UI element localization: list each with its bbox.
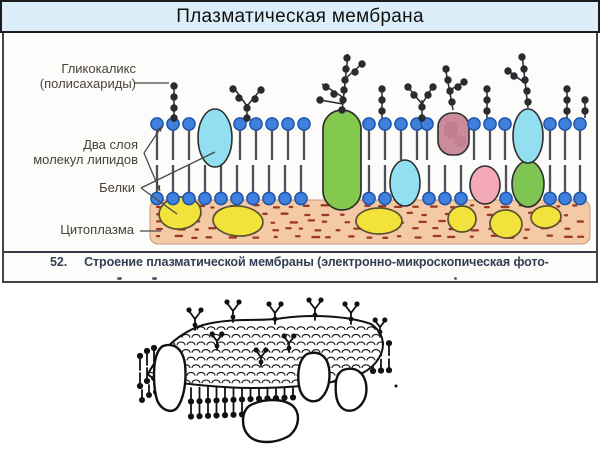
label-lipid-bilayer: Два слоя молекул липидов: [33, 137, 138, 167]
label-glycocalyx: Гликокаликс (полисахариды): [40, 61, 136, 91]
figure-number: 52.: [50, 255, 68, 269]
membrane-proteins: [197, 108, 545, 211]
textbook-scan: Гликокаликс (полисахариды) Два слоя моле…: [2, 33, 598, 283]
title-bar: Плазматическая мембрана: [0, 0, 600, 33]
label-lipid-line2: молекул липидов: [33, 152, 138, 167]
yellow-proteins: [158, 196, 562, 239]
figure-caption: 52. Строение плазматической мембраны (эл…: [50, 255, 590, 269]
label-cytoplasm-text: Цитоплазма: [60, 222, 134, 237]
bw-glycoprotein-antennae: [186, 297, 388, 367]
membrane-diagram: [149, 53, 591, 245]
caption-cutoff-mark: [454, 277, 457, 280]
glycocalyx-chains: [170, 53, 589, 122]
label-lipid-line1: Два слоя: [83, 137, 138, 152]
em-membrane-illustration: [136, 297, 398, 444]
label-proteins: Белки: [99, 180, 135, 195]
caption-rule: [4, 251, 596, 253]
page-title: Плазматическая мембрана: [176, 5, 424, 27]
label-cytoplasm: Цитоплазма: [60, 222, 134, 237]
bw-protein-blobs: [152, 343, 368, 444]
label-glycocalyx-line2: (полисахариды): [39, 76, 136, 91]
label-proteins-text: Белки: [99, 180, 135, 195]
caption-cutoff-mark: [117, 277, 122, 280]
label-glycocalyx-line1: Гликокаликс: [61, 61, 136, 76]
figure-caption-text: Строение плазматической мембраны (электр…: [84, 255, 549, 269]
caption-cutoff-mark: [152, 277, 157, 280]
